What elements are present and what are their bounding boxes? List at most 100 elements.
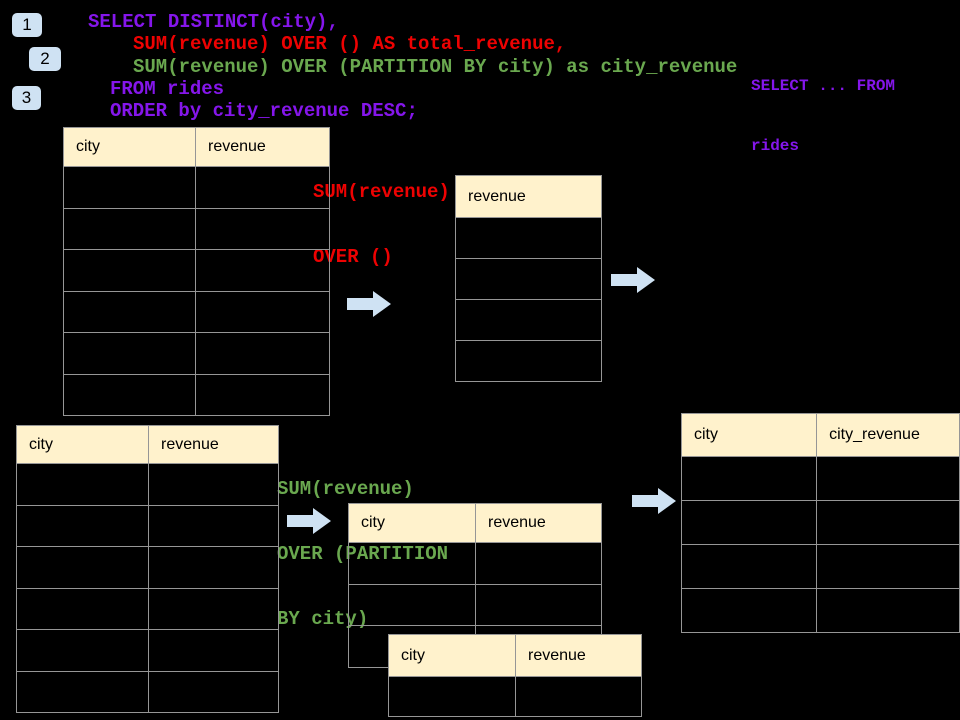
empty-cell [816, 544, 960, 589]
sql-line-sum-over: SUM(revenue) OVER () AS total_revenue, [133, 33, 567, 56]
empty-cell [455, 217, 602, 259]
table-header-row: revenue [455, 175, 602, 218]
sql-line-select: SELECT DISTINCT(city), [88, 11, 339, 33]
empty-cell [195, 332, 330, 375]
table-row [63, 332, 330, 375]
column-header-revenue: revenue [195, 127, 330, 167]
table-row [63, 207, 330, 250]
column-header-revenue: revenue [475, 503, 602, 543]
table-row [348, 542, 602, 585]
empty-cell [348, 583, 476, 626]
empty-cell [195, 373, 330, 416]
table-header-row: city revenue [16, 425, 279, 464]
flow-arrow-1 [347, 291, 391, 317]
empty-cell [63, 207, 196, 250]
empty-cell [63, 290, 196, 333]
table-row [63, 373, 330, 416]
empty-cell [148, 463, 279, 506]
flow-arrow-3 [287, 508, 331, 534]
empty-cell [816, 588, 960, 633]
empty-cell [16, 670, 149, 713]
empty-cell [475, 542, 602, 585]
column-header-revenue: revenue [455, 175, 602, 218]
column-header-city: city [16, 425, 149, 464]
empty-cell [195, 249, 330, 292]
column-header-city: city [388, 634, 516, 677]
total-revenue-annotation-line2: OVER () [313, 245, 393, 268]
table-row [455, 258, 602, 300]
empty-cell [148, 587, 279, 630]
table-row [455, 217, 602, 259]
table-row [16, 546, 279, 589]
empty-cell [475, 583, 602, 626]
empty-cell [195, 166, 330, 209]
step-badge-3: 3 [12, 86, 41, 110]
select-from-note-line2: rides [751, 137, 800, 155]
empty-cell [16, 463, 149, 506]
arrow-right-icon [611, 267, 655, 293]
sql-line-order-by: ORDER by city_revenue DESC; [110, 100, 418, 123]
table-row [680, 544, 960, 589]
table-row [16, 670, 279, 713]
flow-arrow-2 [611, 267, 655, 293]
empty-cell [195, 207, 330, 250]
table-row [16, 463, 279, 506]
city-revenue-result-table: city city_revenue [680, 413, 960, 633]
empty-cell [63, 166, 196, 209]
empty-cell [148, 670, 279, 713]
flow-arrow-4 [632, 488, 676, 514]
empty-cell [16, 546, 149, 589]
empty-cell [63, 373, 196, 416]
table-row [680, 500, 960, 545]
column-header-revenue: revenue [148, 425, 279, 464]
sql-line-from: FROM rides [110, 77, 225, 100]
table-header-row: city revenue [348, 503, 602, 543]
empty-cell [16, 629, 149, 672]
step-badge-1: 1 [12, 13, 42, 37]
select-from-note-line1: SELECT ... FROM [751, 77, 896, 95]
table-row [16, 587, 279, 630]
empty-cell [680, 456, 818, 501]
table-header-row: city revenue [388, 634, 642, 677]
total-revenue-annotation-line1: SUM(revenue) [313, 181, 450, 204]
empty-cell [195, 290, 330, 333]
table-row [388, 676, 642, 717]
table-row [455, 340, 602, 382]
empty-cell [816, 500, 960, 545]
empty-cell [455, 299, 602, 341]
table-row [63, 249, 330, 292]
select-from-note: SELECT ... FROM rides [751, 36, 895, 196]
empty-cell [680, 588, 818, 633]
partition-annotation-line1: SUM(revenue) [277, 478, 414, 501]
table-row [16, 629, 279, 672]
empty-cell [348, 542, 476, 585]
total-revenue-annotation: SUM(revenue) OVER () [313, 139, 450, 312]
column-header-city: city [680, 413, 818, 457]
table-header-row: city city_revenue [680, 413, 960, 457]
empty-cell [455, 340, 602, 382]
empty-cell [148, 546, 279, 589]
arrow-right-icon [632, 488, 676, 514]
empty-cell [680, 500, 818, 545]
empty-cell [148, 504, 279, 547]
table-row [16, 504, 279, 547]
empty-cell [680, 544, 818, 589]
table-row [348, 583, 602, 626]
table-row [680, 588, 960, 633]
column-header-revenue: revenue [515, 634, 642, 677]
total-revenue-table: revenue [455, 175, 602, 382]
column-header-city: city [348, 503, 476, 543]
source-table-top: city revenue [63, 127, 330, 416]
table-row [455, 299, 602, 341]
table-row [63, 166, 330, 209]
step-badge-2: 2 [29, 47, 61, 71]
arrow-right-icon [347, 291, 391, 317]
table-row [63, 290, 330, 333]
empty-cell [455, 258, 602, 300]
sql-line-sum-partition: SUM(revenue) OVER (PARTITION BY city) as… [133, 55, 738, 78]
empty-cell [16, 587, 149, 630]
table-header-row: city revenue [63, 127, 330, 167]
empty-cell [63, 249, 196, 292]
partition-table-front: city revenue [388, 634, 642, 717]
source-table-bottom: city revenue [16, 425, 279, 713]
